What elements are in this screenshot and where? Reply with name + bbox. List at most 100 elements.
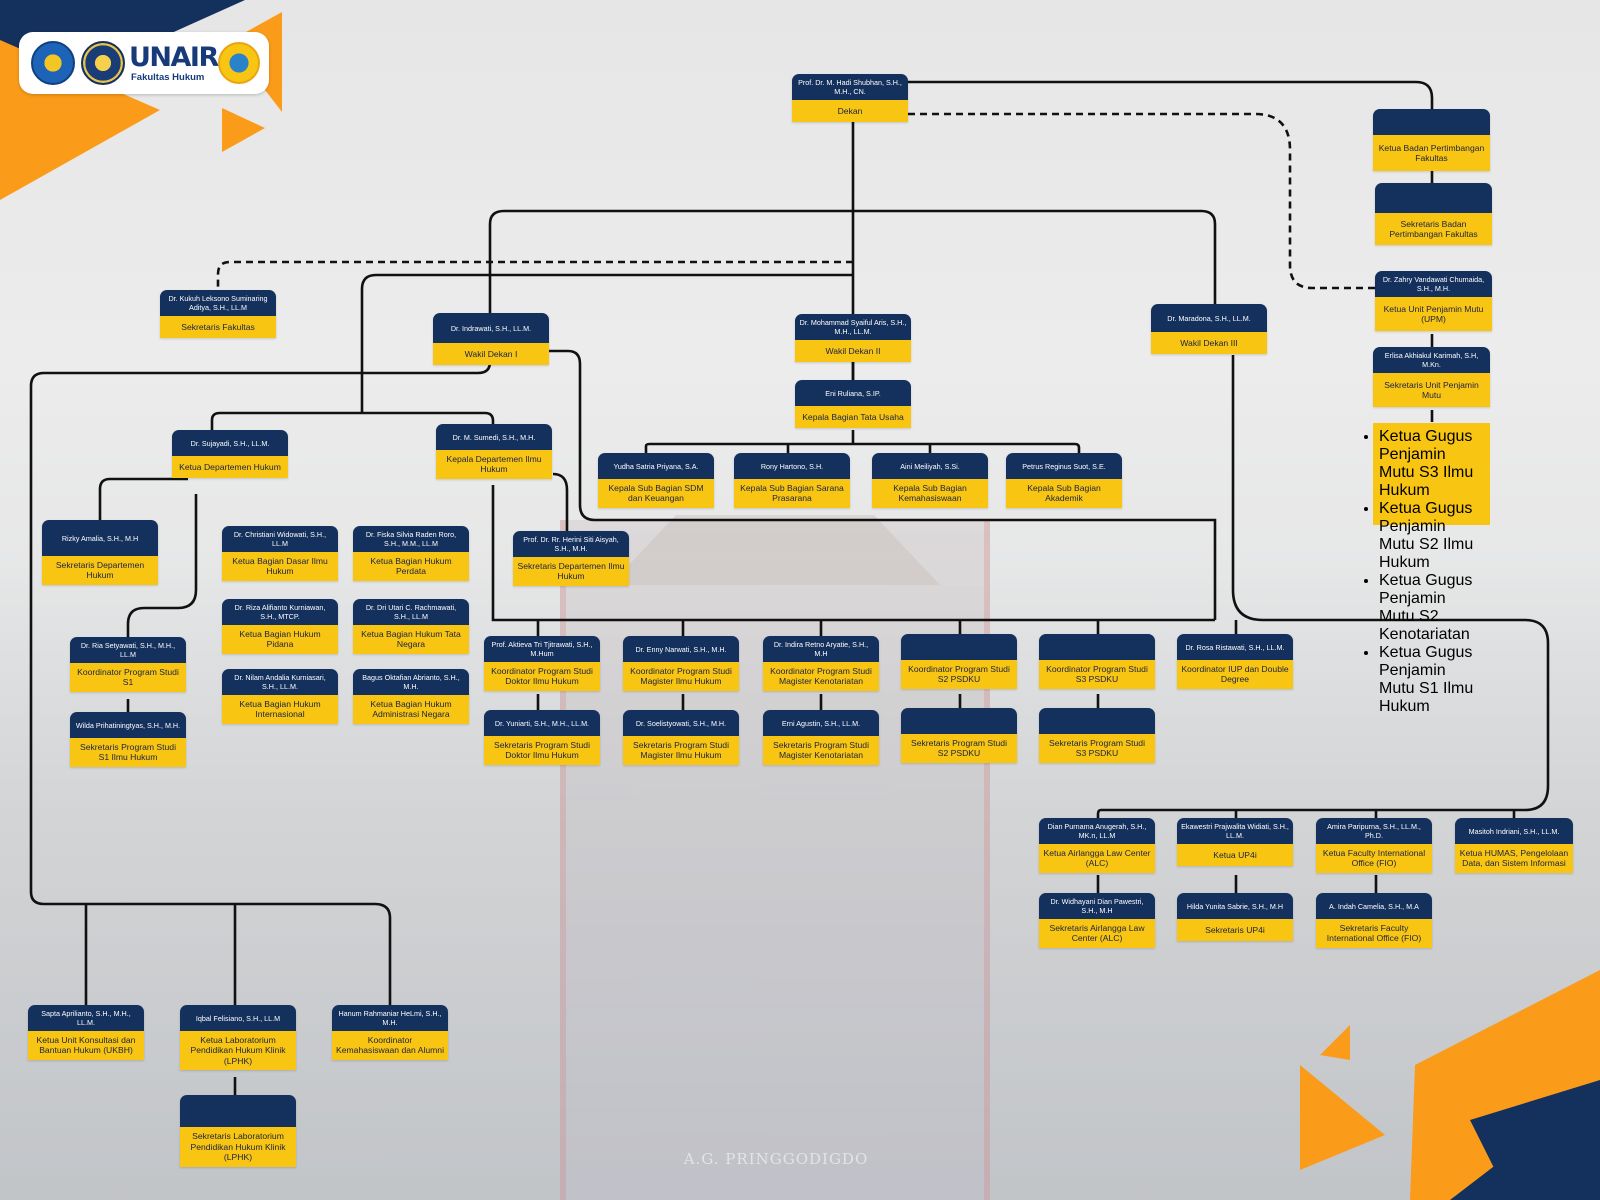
sek-mkn-title: Sekretaris Program Studi Magister Kenota… (763, 736, 879, 765)
bag-han-name: Bagus Oktafian Abrianto, S.H., M.H. (353, 669, 469, 695)
bag-dasar-name: Dr. Christiani Widowati, S.H., LL.M (222, 526, 338, 552)
gugus-mutu-list: Ketua Gugus Penjamin Mutu S3 Ilmu Hukum … (1373, 423, 1490, 715)
ketua-bpf-card: Ketua Badan Pertimbangan Fakultas (1373, 109, 1490, 171)
brand-name: UNAIR (129, 42, 219, 73)
kor-doktor-title: Koordinator Program Studi Doktor Ilmu Hu… (484, 662, 600, 691)
sekdep-ilmu-hukum-card: Prof. Dr. Rr. Herini Siti Aisyah, S.H., … (513, 531, 629, 586)
alc-name: Dian Purnama Anugerah, S.H., MK.n, LL.M (1039, 818, 1155, 844)
kor-doktor-card: Prof. Aktieva Tri Tjitrawati, S.H., M.Hu… (484, 636, 600, 691)
kor-kenotariatan-card: Dr. Indira Retno Aryatie, S.H., M.H Koor… (763, 636, 879, 691)
sekdep-ilmu-title: Sekretaris Departemen Ilmu Hukum (513, 557, 629, 586)
line-sekdep-hukum (98, 477, 188, 520)
sek-doktor-card: Dr. Yuniarti, S.H., M.H., LL.M. Sekretar… (484, 710, 600, 765)
sek-lphk-title: Sekretaris Laboratorium Pendidikan Hukum… (180, 1127, 296, 1167)
line-dekan-bpf (908, 80, 1434, 110)
dekan-title: Dekan (792, 100, 908, 122)
sek-s3psdku-title: Sekretaris Program Studi S3 PSDKU (1039, 734, 1155, 763)
dekan-name: Prof. Dr. M. Hadi Shubhan, S.H., M.H., C… (792, 74, 908, 100)
sek-fakultas-name: Dr. Kukuh Leksono Suminaring Aditya, S.H… (160, 290, 276, 316)
line-unit-drops (1234, 810, 1516, 818)
sekdep-hukum-title: Sekretaris Departemen Hukum (42, 556, 158, 585)
sek-s1-title: Sekretaris Program Studi S1 Ilmu Hukum (70, 738, 186, 767)
bag-dasar-title: Ketua Bagian Dasar Ilmu Hukum (222, 552, 338, 581)
bagian-hukum-administrasi-negara-card: Bagus Oktafian Abrianto, S.H., M.H. Ketu… (353, 669, 469, 724)
kemahasiswaan-alumni-card: Hanum Rahmaniar HeLmi, S.H., M.H. Koordi… (332, 1005, 448, 1060)
kor-s3-psdku-card: Koordinator Program Studi S3 PSDKU (1039, 634, 1155, 689)
kor-s2psdku-name (901, 634, 1017, 660)
wd2-name: Dr. Mohammad Syaiful Aris, S.H., M.H., L… (795, 314, 911, 340)
sek-s2psdku-name (901, 708, 1017, 734)
kadep-hukum-name: Dr. Sujayadi, S.H., LL.M. (172, 430, 288, 456)
sek-mkn-name: Erni Agustin, S.H., LL.M. (763, 710, 879, 736)
line-wd1-left-loop (29, 355, 492, 1005)
dekan-card: Prof. Dr. M. Hadi Shubhan, S.H., M.H., C… (792, 74, 908, 122)
sek-s3-psdku-card: Sekretaris Program Studi S3 PSDKU (1039, 708, 1155, 763)
fio-title: Ketua Faculty International Office (FIO) (1316, 844, 1432, 873)
sek-upm-name: Erlisa Akhiakul Karimah, S.H, M.Kn. (1373, 347, 1490, 373)
kor-magister-card: Dr. Enny Narwati, S.H., M.H. Koordinator… (623, 636, 739, 691)
up4i-name: Ekawestri Prajwalita Widiati, S.H., LL.M… (1177, 818, 1293, 844)
building-caption: A.G. PRINGGODIGDO (683, 1150, 869, 1168)
humas-name: Masitoh Indriani, S.H., LL.M. (1455, 818, 1573, 844)
line-dept-branch (360, 273, 853, 413)
kadep-ilmu-title: Kepala Departemen Ilmu Hukum (436, 450, 552, 479)
ketua-bpf-name (1373, 109, 1490, 135)
wakil-dekan-1-card: Dr. Indrawati, S.H., LL.M. Wakil Dekan I (433, 313, 549, 365)
kor-magister-title: Koordinator Program Studi Magister Ilmu … (623, 662, 739, 691)
sek-alc-card: Dr. Widhayani Dian Pawestri, S.H., M.H S… (1039, 893, 1155, 948)
university-seal-icon (81, 41, 125, 85)
korprodi-s1-name: Dr. Ria Setyawati, S.H., M.H., LL.M (70, 637, 186, 663)
sek-bpf-name (1375, 183, 1492, 213)
kor-iup-name: Dr. Rosa Ristawati, S.H., LL.M. (1177, 634, 1293, 660)
sek-doktor-title: Sekretaris Program Studi Doktor Ilmu Huk… (484, 736, 600, 765)
bag-pidana-name: Dr. Riza Alifianto Kurniawan, S.H., MTCP… (222, 599, 338, 625)
sek-doktor-name: Dr. Yuniarti, S.H., M.H., LL.M. (484, 710, 600, 736)
line-subbag-drops (786, 444, 932, 453)
kor-doktor-name: Prof. Aktieva Tri Tjitrawati, S.H., M.Hu… (484, 636, 600, 662)
ministry-seal-icon (31, 41, 75, 85)
gugus-mutu-item: Ketua Gugus Penjamin Mutu S2 Kenotariata… (1379, 572, 1484, 644)
kor-iup-card: Dr. Rosa Ristawati, S.H., LL.M. Koordina… (1177, 634, 1293, 689)
bag-htn-title: Ketua Bagian Hukum Tata Negara (353, 625, 469, 654)
ketua-dept-hukum-card: Dr. Sujayadi, S.H., LL.M. Ketua Departem… (172, 430, 288, 478)
up4i-card: Ekawestri Prajwalita Widiati, S.H., LL.M… (1177, 818, 1293, 866)
subbag-sdm-card: Yudha Satria Priyana, S.A. Kepala Sub Ba… (598, 453, 714, 508)
wd1-title: Wakil Dekan I (433, 343, 549, 365)
fio-name: Amira Paripurna, S.H., LL.M., Ph.D. (1316, 818, 1432, 844)
up4i-title: Ketua UP4i (1177, 844, 1293, 866)
building-roof (610, 515, 940, 585)
faculty-logo: UNAIR Fakultas Hukum (19, 32, 269, 94)
wd1-name: Dr. Indrawati, S.H., LL.M. (433, 313, 549, 343)
sek-alc-name: Dr. Widhayani Dian Pawestri, S.H., M.H (1039, 893, 1155, 919)
line-dekan-upm-dashed (908, 112, 1375, 290)
ktu-name: Eni Ruliana, S.IP. (795, 380, 911, 406)
bag-pidana-title: Ketua Bagian Hukum Pidana (222, 625, 338, 654)
kadep-ilmu-name: Dr. M. Sumedi, S.H., M.H. (436, 424, 552, 450)
sdm-name: Yudha Satria Priyana, S.A. (598, 453, 714, 479)
sekdep-ilmu-name: Prof. Dr. Rr. Herini Siti Aisyah, S.H., … (513, 531, 629, 557)
sdm-title: Kepala Sub Bagian SDM dan Keuangan (598, 479, 714, 508)
akademik-name: Petrus Reginus Suot, S.E. (1006, 453, 1122, 479)
sek-bpf-card: Sekretaris Badan Pertimbangan Fakultas (1375, 183, 1492, 245)
ktu-title: Kepala Bagian Tata Usaha (795, 406, 911, 428)
ukbh-card: Sapta Aprilianto, S.H., M.H., LL.M. Ketu… (28, 1005, 144, 1060)
sarpras-title: Kepala Sub Bagian Sarana Prasarana (734, 479, 850, 508)
sekdep-hukum-name: Rizky Amalia, S.H., M.H (42, 520, 158, 556)
sek-bpf-title: Sekretaris Badan Pertimbangan Fakultas (1375, 213, 1492, 245)
sarpras-name: Rony Hartono, S.H. (734, 453, 850, 479)
korprodi-s1-title: Koordinator Program Studi S1 (70, 663, 186, 692)
sek-fio-title: Sekretaris Faculty International Office … (1316, 919, 1432, 948)
sek-kenotariatan-card: Erni Agustin, S.H., LL.M. Sekretaris Pro… (763, 710, 879, 765)
bag-perdata-title: Ketua Bagian Hukum Perdata (353, 552, 469, 581)
bag-han-title: Ketua Bagian Hukum Administrasi Negara (353, 695, 469, 724)
subbag-sarpras-card: Rony Hartono, S.H. Kepala Sub Bagian Sar… (734, 453, 850, 508)
alc-card: Dian Purnama Anugerah, S.H., MK.n, LL.M … (1039, 818, 1155, 873)
sek-up4i-name: Hilda Yunita Sabrie, S.H., M.H (1177, 893, 1293, 919)
kor-mkn-title: Koordinator Program Studi Magister Kenot… (763, 662, 879, 691)
ukbh-name: Sapta Aprilianto, S.H., M.H., LL.M. (28, 1005, 144, 1031)
bagian-dasar-ilmu-hukum-card: Dr. Christiani Widowati, S.H., LL.M Ketu… (222, 526, 338, 581)
bag-perdata-name: Dr. Fiska Silvia Raden Roro, S.H., M.M.,… (353, 526, 469, 552)
sek-s1-name: Wilda Prihatiningtyas, S.H., M.H. (70, 712, 186, 738)
korprodi-s1-card: Dr. Ria Setyawati, S.H., M.H., LL.M Koor… (70, 637, 186, 692)
